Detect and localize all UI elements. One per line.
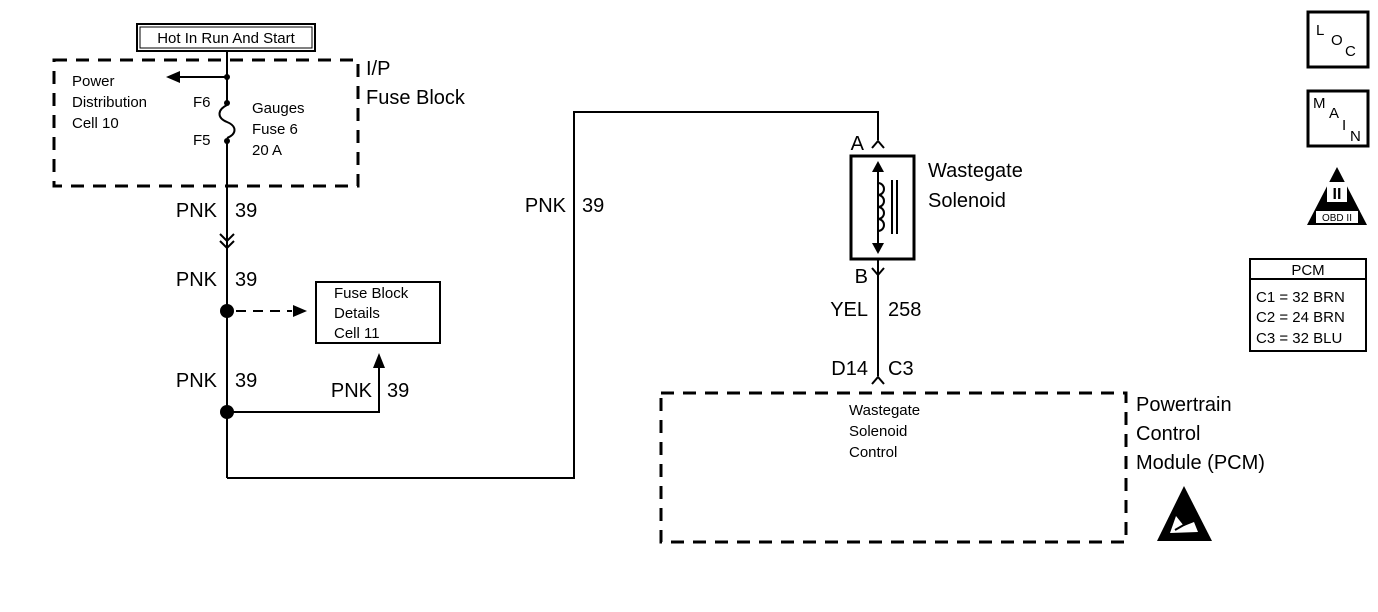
solenoid-name-1: Wastegate <box>928 160 1023 182</box>
wire-4-circuit: 39 <box>387 380 409 402</box>
svg-text:Fuse Block: Fuse Block <box>334 285 409 302</box>
svg-text:OBD II: OBD II <box>1322 213 1352 224</box>
svg-text:F5: F5 <box>193 132 211 149</box>
wire-1-circuit: 39 <box>235 200 257 222</box>
wire-6-color: YEL <box>830 299 868 321</box>
pcm-name-3: Module (PCM) <box>1136 452 1265 474</box>
svg-text:Hot In Run And Start: Hot In Run And Start <box>157 30 295 47</box>
main-icon: M A I N <box>1306 89 1370 148</box>
connector-c3-icon <box>871 375 885 385</box>
power-distribution-ref: Power Distribution Cell 10 <box>72 71 230 132</box>
branch-wire <box>227 366 380 413</box>
arrow-left-icon <box>166 71 180 83</box>
svg-text:N: N <box>1350 128 1361 145</box>
svg-text:C1 = 32 BRN: C1 = 32 BRN <box>1256 289 1345 306</box>
pcm-pin: D14 <box>831 358 868 380</box>
svg-text:Distribution: Distribution <box>72 94 147 111</box>
ip-fuse-block-outline <box>52 58 360 188</box>
solenoid-pin-b: B <box>855 266 868 288</box>
connector-a-icon <box>871 139 885 149</box>
wire-6-circuit: 258 <box>888 299 921 321</box>
svg-text:C3 = 32 BLU: C3 = 32 BLU <box>1256 330 1342 347</box>
fuse-block-title-1: I/P <box>366 58 390 80</box>
svg-text:Fuse 6: Fuse 6 <box>252 121 298 138</box>
power-source-label: Hot In Run And Start <box>136 23 316 52</box>
wire-5-circuit: 39 <box>582 195 604 217</box>
svg-text:F6: F6 <box>193 94 211 111</box>
pcm-name-1: Powertrain <box>1136 394 1232 416</box>
svg-text:Cell 10: Cell 10 <box>72 115 119 132</box>
pcm-function-3: Control <box>849 444 897 461</box>
fuse-block-title-2: Fuse Block <box>366 87 466 109</box>
splice-1 <box>220 304 234 318</box>
fuse-icon <box>218 104 236 139</box>
wire-2-circuit: 39 <box>235 269 257 291</box>
svg-text:I: I <box>1342 117 1346 134</box>
pcm-function-2: Solenoid <box>849 423 907 440</box>
pnk-39-solenoid-feed <box>227 111 879 479</box>
svg-text:M: M <box>1313 95 1326 112</box>
solenoid-pin-a: A <box>851 133 865 155</box>
svg-text:C: C <box>1345 43 1356 60</box>
wastegate-solenoid <box>849 154 916 261</box>
coil-icon <box>877 182 885 232</box>
svg-text:Cell 11: Cell 11 <box>334 325 380 342</box>
esd-warning-icon <box>1157 486 1212 541</box>
svg-text:O: O <box>1331 32 1343 49</box>
wire-4-color: PNK <box>331 380 373 402</box>
obd-ii-icon: II OBD II <box>1307 167 1367 225</box>
pcm-function-1: Wastegate <box>849 402 920 419</box>
arrow-up-icon <box>373 353 385 368</box>
svg-text:Details: Details <box>334 305 380 322</box>
svg-text:Gauges: Gauges <box>252 100 305 117</box>
svg-text:PCM: PCM <box>1291 262 1324 279</box>
loc-icon: L O C <box>1306 10 1370 69</box>
arrow-right-icon <box>293 305 307 317</box>
svg-text:20 A: 20 A <box>252 142 282 159</box>
wire-1-color: PNK <box>176 200 218 222</box>
wire-5-color: PNK <box>525 195 567 217</box>
pcm-connector-table: PCM C1 = 32 BRN C2 = 24 BRN C3 = 32 BLU <box>1249 258 1367 352</box>
svg-text:Power: Power <box>72 73 115 90</box>
pcm-outline <box>659 391 1128 544</box>
svg-text:A: A <box>1329 105 1339 122</box>
connector-b-icon <box>871 267 885 277</box>
svg-text:L: L <box>1316 22 1324 39</box>
wire-3-circuit: 39 <box>235 370 257 392</box>
pcm-connector: C3 <box>888 358 914 380</box>
svg-text:C2 = 24 BRN: C2 = 24 BRN <box>1256 309 1345 326</box>
wire-2-color: PNK <box>176 269 218 291</box>
svg-text:II: II <box>1333 186 1342 203</box>
inline-connector-icon <box>219 233 235 250</box>
solenoid-name-2: Solenoid <box>928 190 1006 212</box>
wire-3-color: PNK <box>176 370 218 392</box>
pcm-name-2: Control <box>1136 423 1200 445</box>
gauges-fuse: F6 F5 Gauges Fuse 6 20 A <box>193 77 305 159</box>
fuse-block-details-box: Fuse Block Details Cell 11 <box>315 281 441 344</box>
